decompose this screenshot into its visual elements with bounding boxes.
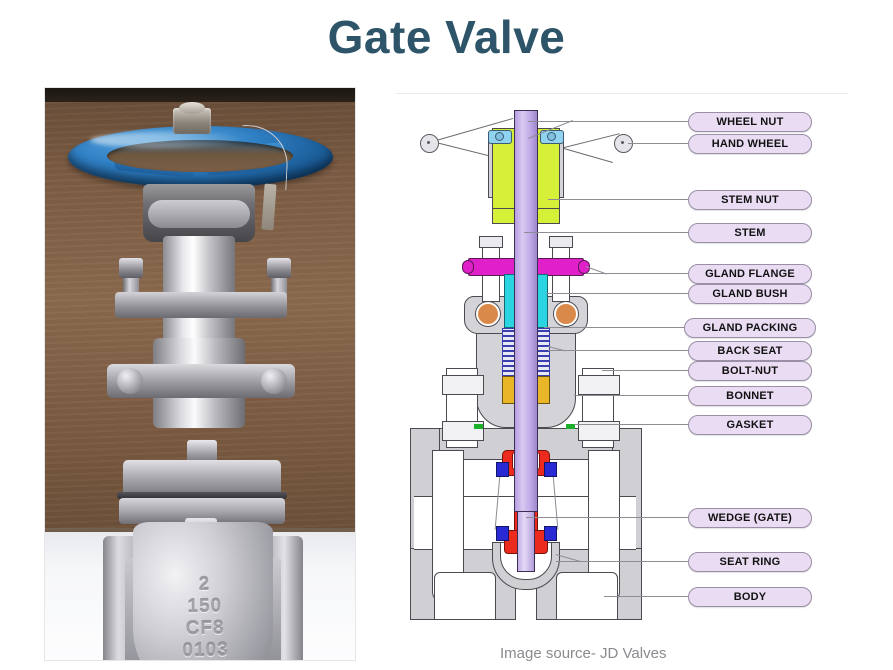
leader-wedge-gate [526, 517, 688, 518]
photo-bolt-nut-left [119, 258, 143, 278]
gasket-left [474, 424, 483, 429]
photo-body-gasket-line [117, 492, 287, 499]
leader-gland-packing [544, 327, 688, 328]
label-bolt-nut[interactable]: BOLT-NUT [688, 361, 812, 381]
leader-wheel-nut [528, 121, 688, 122]
leader-gland-flange [586, 273, 688, 274]
photo-top-strip [45, 88, 355, 102]
seat-ring-bottom-left [496, 526, 509, 541]
label-stem-nut[interactable]: STEM NUT [688, 190, 812, 210]
label-seat-ring[interactable]: SEAT RING [688, 552, 812, 572]
photo-handwheel-highlight [90, 132, 240, 148]
leader-gland-bush [546, 293, 688, 294]
bonnet-bolt-hole-left [476, 302, 500, 326]
leader-bolt-nut [602, 370, 688, 371]
photo-round-bolt-right [261, 368, 287, 394]
photo-round-bolt-left [117, 368, 143, 394]
leader-bonnet [574, 395, 688, 396]
leader-stem-nut [548, 199, 688, 200]
label-wheel-nut[interactable]: WHEEL NUT [688, 112, 812, 132]
label-back-seat[interactable]: BACK SEAT [688, 341, 812, 361]
label-bonnet[interactable]: BONNET [688, 386, 812, 406]
handwheel-rim-end-left [420, 134, 439, 153]
gland-stud-nut-left [479, 236, 503, 248]
body-notch-left [434, 572, 496, 620]
photo-cast-markings: 2 150 CF8 0103 [182, 573, 229, 660]
gate-valve-cross-section: WHEEL NUT HAND WHEEL STEM NUT STEM GLAND… [396, 90, 876, 640]
leader-seat-ring [556, 561, 688, 562]
bonnet-bolt-hole-right [554, 302, 578, 326]
seat-ring-top-left [496, 462, 509, 477]
image-source-caption: Image source- JD Valves [500, 645, 667, 662]
label-stem[interactable]: STEM [688, 223, 812, 243]
gasket-right [566, 424, 575, 429]
body-bore-left [414, 496, 514, 550]
leader-hand-wheel [628, 143, 688, 144]
photo-bonnet-flange [115, 292, 287, 318]
label-wedge-gate[interactable]: WEDGE (GATE) [688, 508, 812, 528]
label-hand-wheel[interactable]: HAND WHEEL [688, 134, 812, 154]
seat-ring-top-right [544, 462, 557, 477]
bolt-nut-left [442, 368, 484, 448]
gland-flange-cap-right [578, 260, 590, 274]
wheel-nut-dot-left [495, 132, 504, 141]
photo-yoke-band [148, 200, 250, 228]
photo-bolt-nut-right [267, 258, 291, 278]
leader-body [604, 596, 688, 597]
label-gland-flange[interactable]: GLAND FLANGE [688, 264, 812, 284]
label-body[interactable]: BODY [688, 587, 812, 607]
leader-gasket [574, 424, 688, 425]
gland-stud-nut-right [549, 236, 573, 248]
label-gland-bush[interactable]: GLAND BUSH [688, 284, 812, 304]
photo-wheel-nut-cap [179, 102, 205, 114]
wheel-nut-dot-right [547, 132, 556, 141]
stem [514, 110, 538, 512]
leader-back-seat [548, 350, 688, 351]
label-gasket[interactable]: GASKET [688, 415, 812, 435]
leader-stem [524, 232, 688, 233]
photo-body-cap [123, 460, 281, 496]
label-gland-packing[interactable]: GLAND PACKING [684, 318, 816, 338]
page-title: Gate Valve [327, 11, 566, 63]
gland-flange-cap-left [462, 260, 474, 274]
photo-valve-body [133, 522, 273, 660]
diagram-top-rule [396, 93, 848, 94]
seat-ring-bottom-right [544, 526, 557, 541]
gate-valve-photograph: 2 150 CF8 0103 [45, 88, 355, 660]
bolt-nut-right [578, 368, 620, 448]
